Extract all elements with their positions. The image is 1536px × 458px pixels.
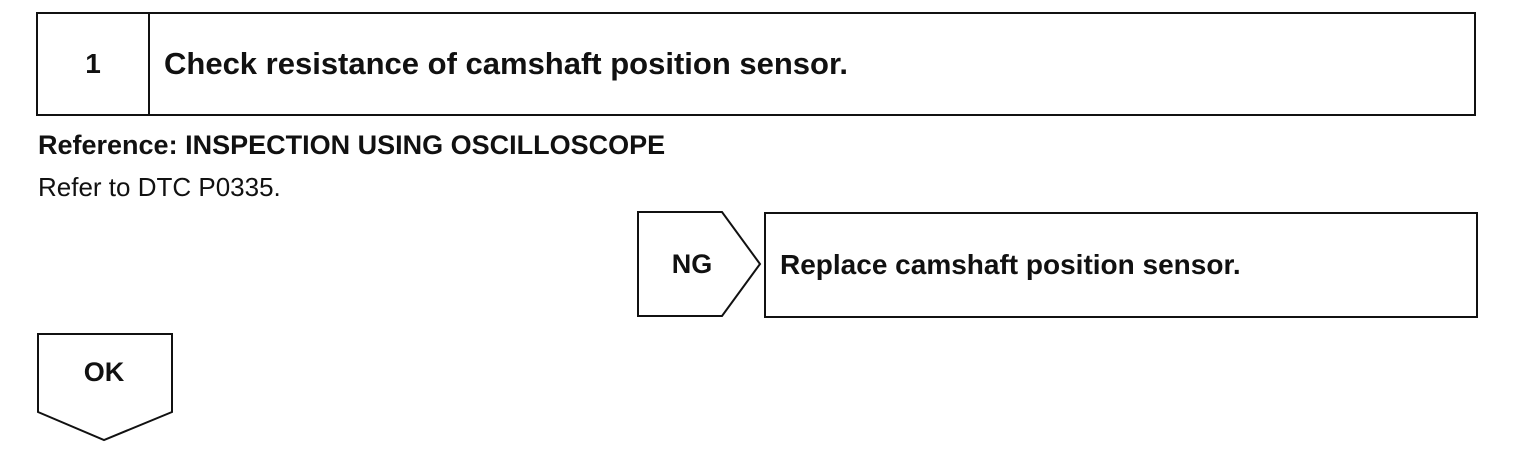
ng-action-box: Replace camshaft position sensor. [764,212,1478,318]
step-number: 1 [38,14,150,114]
step-header-box: 1 Check resistance of camshaft position … [36,12,1476,116]
reference-text: Refer to DTC P0335. [38,172,281,202]
ok-label: OK [83,356,125,387]
ng-action-text: Replace camshaft position sensor. [780,249,1241,280]
reference-heading: Reference: INSPECTION USING OSCILLOSCOPE [38,130,666,160]
ng-label: NG [671,248,713,279]
ng-arrow-shape [637,211,762,317]
step-title: Check resistance of camshaft position se… [164,46,848,81]
ok-arrow-shape [37,333,173,442]
